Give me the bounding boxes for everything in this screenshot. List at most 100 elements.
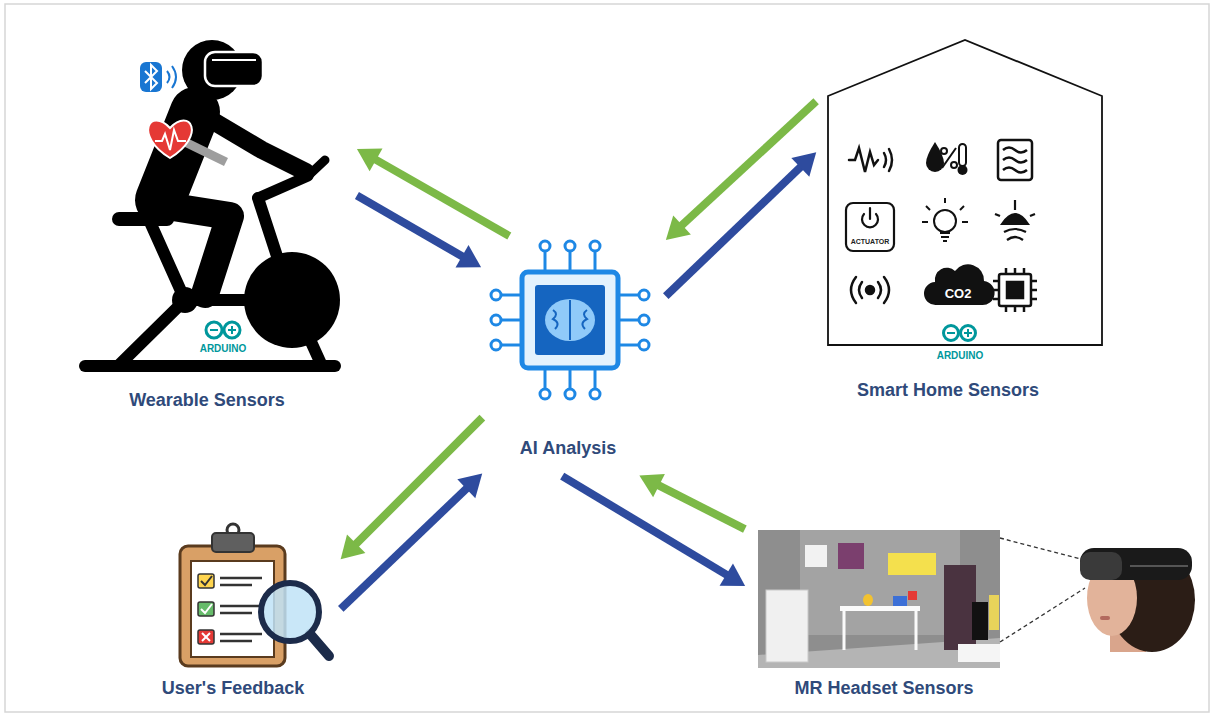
- mixed-reality-room-photo: [805, 545, 827, 567]
- ai-chip-icon: [565, 389, 575, 399]
- wireless-signal-icon: [859, 282, 862, 298]
- clipboard-icon: [198, 574, 214, 588]
- flow-arrow: [341, 418, 483, 560]
- ai-chip-icon: [590, 241, 600, 251]
- ceiling-lamp-icon: [1030, 214, 1035, 216]
- mixed-reality-room-photo: [758, 530, 1000, 668]
- mixed-reality-room-photo: [944, 565, 976, 650]
- feedback-node: User's Feedback: [155, 518, 335, 703]
- ai-chip-icon: [594, 251, 597, 272]
- flow-arrow: [357, 149, 509, 236]
- arrow-head: [791, 152, 816, 177]
- arrow-head: [666, 215, 691, 239]
- bluetooth-icon: [167, 71, 170, 83]
- actuator-icon: [869, 208, 871, 219]
- actuator-icon: [846, 203, 894, 251]
- ai-chip-icon: [545, 299, 595, 341]
- ai-chip-icon: [639, 340, 649, 350]
- actuator-icon: [846, 203, 894, 251]
- bluetooth-icon: [140, 62, 162, 92]
- arrow-head: [341, 535, 366, 560]
- smart-home-node: Smart Home Sensors: [822, 36, 1107, 404]
- ai-chip-icon: [639, 315, 649, 325]
- vibration-sensor-icon: [884, 153, 886, 167]
- wireless-signal-icon: [878, 282, 881, 298]
- clipboard-icon: [220, 578, 262, 641]
- wireless-signal-icon: [884, 277, 889, 303]
- microcontroller-chip-icon: [1014, 306, 1017, 312]
- arduino-logo: [231, 326, 233, 334]
- magnifier-icon: [310, 634, 329, 656]
- ai-chip-icon: [590, 389, 600, 399]
- light-bulb-icon: [944, 198, 946, 203]
- ai-chip-icon: [540, 389, 550, 399]
- air-flow-icon: [1003, 168, 1027, 173]
- node-label: Wearable Sensors: [129, 389, 285, 411]
- microcontroller-chip-icon: [1005, 306, 1008, 312]
- arrow-line: [681, 101, 817, 226]
- humidity-temperature-icon: [942, 148, 956, 168]
- microcontroller-chip-icon: [1023, 268, 1026, 274]
- light-bulb-icon: [940, 232, 950, 234]
- microcontroller-chip-icon: [1031, 289, 1037, 292]
- ceiling-lamp-icon: [1014, 200, 1016, 210]
- headset-user-figure: [1080, 548, 1192, 580]
- mixed-reality-room-photo: [838, 543, 864, 569]
- magnifier-icon: [261, 583, 329, 656]
- mixed-reality-room-photo: [758, 530, 1000, 668]
- light-bulb-icon: [962, 221, 968, 223]
- ai-chip-icon: [639, 290, 649, 300]
- clipboard-icon: [198, 630, 214, 644]
- arrow-line: [666, 166, 802, 296]
- ai-chip-icon: [569, 300, 571, 340]
- node-caption: Smart Home Sensors: [857, 379, 1039, 401]
- humidity-temperature-icon: [958, 165, 968, 175]
- cyclist-figure: [200, 298, 230, 300]
- headset-user-figure: [1100, 616, 1110, 620]
- clipboard-icon: [201, 604, 212, 613]
- node-label: AI Analysis: [520, 437, 616, 459]
- headset-user-figure: [1080, 548, 1195, 652]
- light-bulb-icon: [926, 206, 930, 210]
- ai-chip-icon: [491, 315, 501, 325]
- ai-chip-icon: [569, 251, 572, 272]
- wearable-sensors-node: Wearable Sensors: [75, 62, 350, 417]
- clipboard-icon: [220, 612, 252, 615]
- view-projection-lines: [1000, 588, 1085, 642]
- co2-cloud-icon: [924, 264, 995, 305]
- ai-chip-icon: [491, 340, 501, 350]
- clipboard-icon: [212, 533, 254, 552]
- microcontroller-chip-icon: [993, 298, 999, 301]
- arduino-logo: [967, 329, 969, 337]
- mr-headset-node: MR Headset Sensors: [752, 525, 1200, 703]
- air-flow-icon: [1003, 148, 1027, 153]
- ceiling-lamp-icon: [1007, 237, 1023, 240]
- arrow-line: [657, 485, 745, 529]
- vibration-sensor-icon: [889, 149, 892, 171]
- mixed-reality-room-photo: [972, 602, 988, 640]
- ai-chip-icon: [569, 368, 572, 389]
- actuator-icon-text: ACTUATOR: [851, 238, 890, 245]
- ai-chip-icon: [540, 241, 550, 251]
- mixed-reality-room-photo: [888, 553, 936, 575]
- clipboard-icon: [201, 576, 212, 585]
- arrow-line: [355, 418, 483, 546]
- ceiling-lamp-icon: [995, 200, 1035, 240]
- cyclist-figure: [118, 300, 185, 366]
- node-label: MR Headset Sensors: [794, 677, 973, 699]
- arduino-logo: [947, 332, 955, 334]
- arduino-logo: [961, 326, 976, 341]
- outer-frame: [5, 4, 1209, 712]
- arduino-logo-text: ARDUINO: [200, 344, 247, 354]
- microcontroller-chip-icon: [993, 289, 999, 292]
- flow-arrow: [639, 474, 744, 529]
- house-outline: [828, 40, 1102, 345]
- light-bulb-icon: [960, 206, 964, 210]
- arduino-logo-text: ARDUINO: [937, 351, 984, 361]
- co2-icon-text: CO2: [945, 287, 972, 300]
- ai-chip-icon: [501, 294, 522, 297]
- microcontroller-chip-icon: [1031, 298, 1037, 301]
- wireless-signal-icon: [851, 277, 856, 303]
- ai-chip-icon: [522, 272, 618, 368]
